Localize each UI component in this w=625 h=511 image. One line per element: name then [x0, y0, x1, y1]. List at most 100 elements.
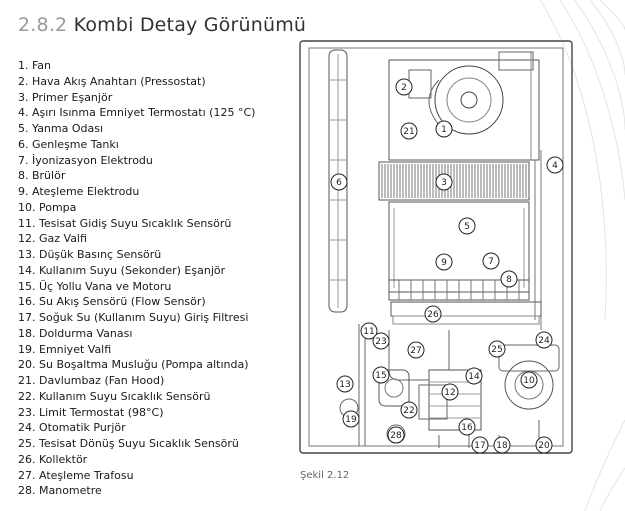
list-item: 17. Soğuk Su (Kullanım Suyu) Giriş Filtr…	[18, 311, 249, 324]
svg-text:17: 17	[474, 441, 485, 451]
callout-20: 20	[535, 436, 553, 454]
list-item: 10. Pompa	[18, 200, 77, 214]
svg-text:6: 6	[336, 178, 342, 188]
list-item: 11. Tesisat Gidiş Suyu Sıcaklık Sensörü	[18, 216, 232, 230]
list-item: 4. Aşırı Isınma Emniyet Termostatı (125 …	[18, 106, 256, 120]
svg-text:5: 5	[464, 222, 470, 232]
boiler-diagram: 1 2 3 4 5 6 7 8 9 10 11 12 13 14 15 16 1…	[299, 40, 573, 454]
pump	[504, 360, 554, 410]
list-item: 20. Su Boşaltma Musluğu (Pompa altında)	[18, 358, 249, 372]
svg-text:9: 9	[441, 258, 447, 268]
svg-text:18: 18	[496, 441, 508, 451]
callout-18: 18	[493, 436, 511, 454]
callout-26: 26	[424, 305, 442, 323]
callout-24: 24	[535, 331, 553, 349]
callout-3: 3	[435, 173, 453, 191]
list-item: 22. Kullanım Suyu Sıcaklık Sensörü	[18, 389, 211, 403]
svg-text:24: 24	[538, 336, 550, 346]
list-item: 12. Gaz Valfi	[18, 232, 87, 246]
list-item: 19. Emniyet Valfi	[18, 342, 112, 356]
list-item: 28. Manometre	[18, 484, 102, 498]
svg-text:1: 1	[441, 125, 447, 135]
svg-text:19: 19	[345, 415, 357, 425]
callout-25: 25	[488, 340, 506, 358]
list-item: 25. Tesisat Dönüş Suyu Sıcaklık Sensörü	[18, 437, 239, 450]
page-title: 2.8.2 Kombi Detay Görünümü	[18, 14, 306, 36]
callouts: 1 2 3 4 5 6 7 8 9 10 11 12 13 14 15 16 1…	[330, 78, 564, 454]
svg-text:20: 20	[538, 441, 550, 451]
callout-7: 7	[482, 252, 500, 270]
callout-21: 21	[400, 122, 418, 140]
svg-text:4: 4	[552, 161, 558, 171]
svg-text:13: 13	[339, 380, 350, 390]
svg-text:16: 16	[461, 423, 473, 433]
figure-caption: Şekil 2.12	[300, 470, 350, 481]
svg-text:22: 22	[403, 406, 414, 416]
section-number: 2.8.2	[18, 14, 68, 36]
list-item: 26. Kollektör	[18, 452, 88, 466]
list-item: 16. Su Akış Sensörü (Flow Sensör)	[18, 295, 206, 309]
svg-text:23: 23	[375, 337, 386, 347]
list-item: 23. Limit Termostat (98°C)	[18, 405, 164, 419]
list-item: 27. Ateşleme Trafosu	[18, 468, 134, 482]
parts-list: 1. Fan 2. Hava Akış Anahtarı (Pressostat…	[18, 58, 255, 499]
callout-13: 13	[336, 375, 354, 393]
gas-valve	[418, 384, 448, 420]
boiler-casing	[299, 40, 573, 454]
svg-text:3: 3	[441, 178, 447, 188]
list-item: 5. Yanma Odası	[18, 122, 104, 135]
primary-heat-exchanger	[378, 161, 530, 201]
callout-9: 9	[435, 253, 453, 271]
svg-text:27: 27	[410, 346, 421, 356]
svg-text:26: 26	[427, 310, 439, 320]
callout-8: 8	[500, 270, 518, 288]
list-item: 14. Kullanım Suyu (Sekonder) Eşanjör	[18, 263, 226, 277]
section-title: Kombi Detay Görünümü	[73, 14, 307, 36]
list-item: 1. Fan	[18, 59, 52, 72]
list-item: 21. Davlumbaz (Fan Hood)	[18, 374, 165, 387]
callout-6: 6	[330, 173, 348, 191]
fan	[434, 65, 504, 135]
callout-1: 1	[435, 120, 453, 138]
callout-14: 14	[465, 367, 483, 385]
callout-16: 16	[458, 418, 476, 436]
svg-text:12: 12	[444, 388, 455, 398]
list-item: 7. İyonizasyon Elektrodu	[18, 153, 153, 167]
list-item: 2. Hava Akış Anahtarı (Pressostat)	[18, 74, 206, 88]
callout-10: 10	[520, 371, 538, 389]
list-item: 6. Genleşme Tankı	[18, 137, 119, 151]
svg-text:7: 7	[488, 257, 494, 267]
svg-text:25: 25	[491, 345, 502, 355]
list-item: 8. Brülör	[18, 169, 66, 183]
svg-text:15: 15	[375, 371, 386, 381]
list-item: 15. Üç Yollu Vana ve Motoru	[18, 279, 172, 293]
fan-hood	[388, 59, 540, 161]
list-item: 3. Primer Eşanjör	[18, 90, 113, 104]
callout-23: 23	[372, 332, 390, 350]
dhw-heat-exchanger	[428, 369, 482, 431]
callout-5: 5	[458, 217, 476, 235]
svg-text:14: 14	[468, 372, 480, 382]
svg-text:8: 8	[506, 275, 512, 285]
callout-12: 12	[441, 383, 459, 401]
callout-22: 22	[400, 401, 418, 419]
callout-28: 28	[387, 426, 405, 444]
collector	[390, 301, 542, 317]
callout-19: 19	[342, 410, 360, 428]
callout-2: 2	[395, 78, 413, 96]
callout-27: 27	[407, 341, 425, 359]
callout-17: 17	[471, 436, 489, 454]
svg-text:10: 10	[523, 376, 535, 386]
svg-text:2: 2	[401, 83, 407, 93]
list-item: 18. Doldurma Vanası	[18, 326, 133, 340]
callout-11: 11	[360, 322, 378, 340]
svg-text:11: 11	[363, 327, 374, 337]
three-way-valve	[378, 369, 410, 407]
list-item: 24. Otomatik Purjör	[18, 421, 126, 435]
svg-text:28: 28	[390, 431, 402, 441]
list-item: 9. Ateşleme Elektrodu	[18, 185, 140, 198]
list-item: 13. Düşük Basınç Sensörü	[18, 248, 162, 261]
svg-text:21: 21	[403, 127, 414, 137]
callout-4: 4	[546, 156, 564, 174]
